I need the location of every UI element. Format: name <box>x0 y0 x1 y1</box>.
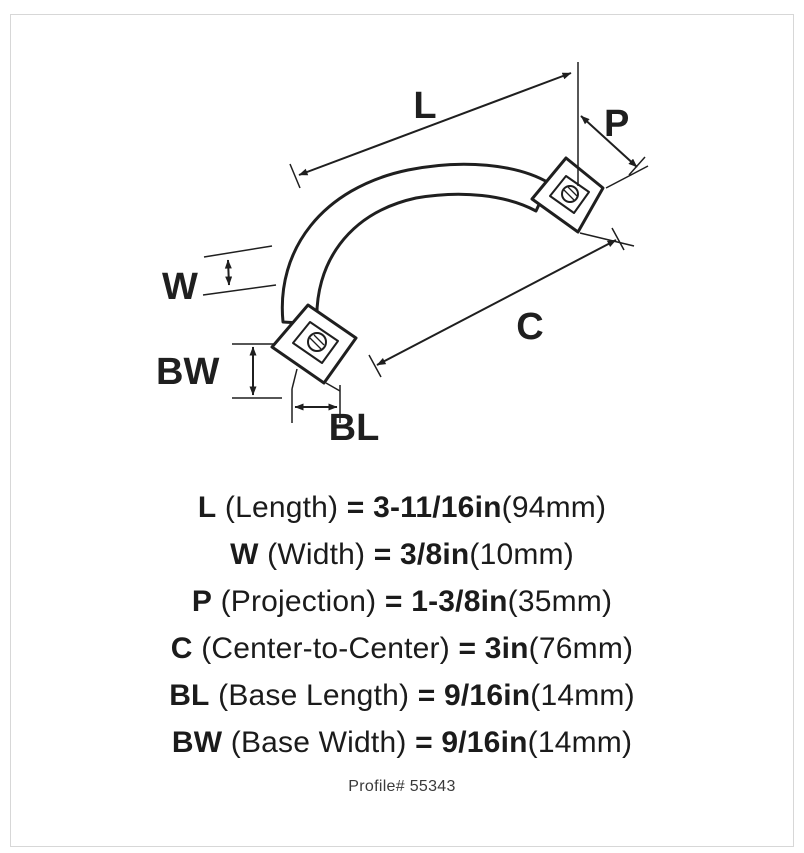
handle-base-left <box>270 303 358 385</box>
spec-line-BW: BW (Base Width) = 9/16in(14mm) <box>0 719 804 766</box>
spec-code: P <box>191 585 213 618</box>
screw-hole-icon <box>307 332 327 352</box>
spec-label: (Length) <box>224 491 339 524</box>
spec-metric: (94mm) <box>501 491 607 524</box>
dimension-label-BL: BL <box>329 407 380 449</box>
spec-label: (Projection) <box>220 585 377 618</box>
spec-equals: = <box>415 726 433 759</box>
dimension-label-BW: BW <box>156 351 219 393</box>
dimension-P <box>580 115 649 189</box>
spec-line-W: W (Width) = 3/8in(10mm) <box>0 531 804 578</box>
spec-code: BW <box>171 726 223 759</box>
spec-value: 9/16in <box>444 679 531 712</box>
spec-label: (Base Length) <box>218 679 410 712</box>
spec-line-L: L (Length) = 3-11/16in(94mm) <box>0 484 804 531</box>
spec-value: 9/16in <box>441 726 528 759</box>
spec-equals: = <box>458 632 477 665</box>
dimension-diagram: L P W C BW BL <box>0 6 804 458</box>
spec-code: W <box>230 538 259 571</box>
spec-value: 3/8in <box>400 538 470 571</box>
dimension-W <box>202 245 277 296</box>
spec-equals: = <box>417 679 436 712</box>
dimension-spec-list: L (Length) = 3-11/16in(94mm) W (Width) =… <box>0 458 804 766</box>
spec-metric: (35mm) <box>507 585 613 618</box>
dimension-C <box>368 227 635 378</box>
dimension-L <box>289 62 579 189</box>
screw-hole-icon <box>561 185 579 203</box>
spec-value: 3in <box>484 632 529 665</box>
spec-label: (Width) <box>267 538 366 571</box>
dimension-label-L: L <box>413 85 436 127</box>
handle-arch <box>280 162 551 326</box>
spec-metric: (14mm) <box>527 726 633 759</box>
spec-equals: = <box>384 585 403 618</box>
spec-value: 3-11/16in <box>373 491 502 524</box>
dimension-label-P: P <box>604 103 629 145</box>
spec-code: BL <box>169 679 210 712</box>
spec-line-C: C (Center-to-Center) = 3in(76mm) <box>0 625 804 672</box>
spec-metric: (76mm) <box>528 632 634 665</box>
handle-base-right <box>530 156 605 234</box>
spec-label: (Center-to-Center) <box>201 632 450 665</box>
spec-equals: = <box>373 538 392 571</box>
dimension-BW <box>232 343 282 399</box>
spec-metric: (10mm) <box>469 538 574 571</box>
spec-line-BL: BL (Base Length) = 9/16in(14mm) <box>0 672 804 719</box>
spec-code: C <box>170 632 193 665</box>
spec-value: 1-3/8in <box>411 585 508 618</box>
dimension-label-C: C <box>516 306 543 348</box>
dimension-label-W: W <box>162 266 198 308</box>
spec-line-P: P (Projection) = 1-3/8in(35mm) <box>0 578 804 625</box>
spec-metric: (14mm) <box>530 679 635 712</box>
profile-number: Profile# 55343 <box>348 778 456 795</box>
spec-label: (Base Width) <box>230 726 407 759</box>
dimension-BL <box>291 368 341 423</box>
spec-equals: = <box>346 491 365 524</box>
pull-handle-drawing: L P W C BW BL <box>156 62 649 449</box>
spec-code: L <box>197 491 217 524</box>
